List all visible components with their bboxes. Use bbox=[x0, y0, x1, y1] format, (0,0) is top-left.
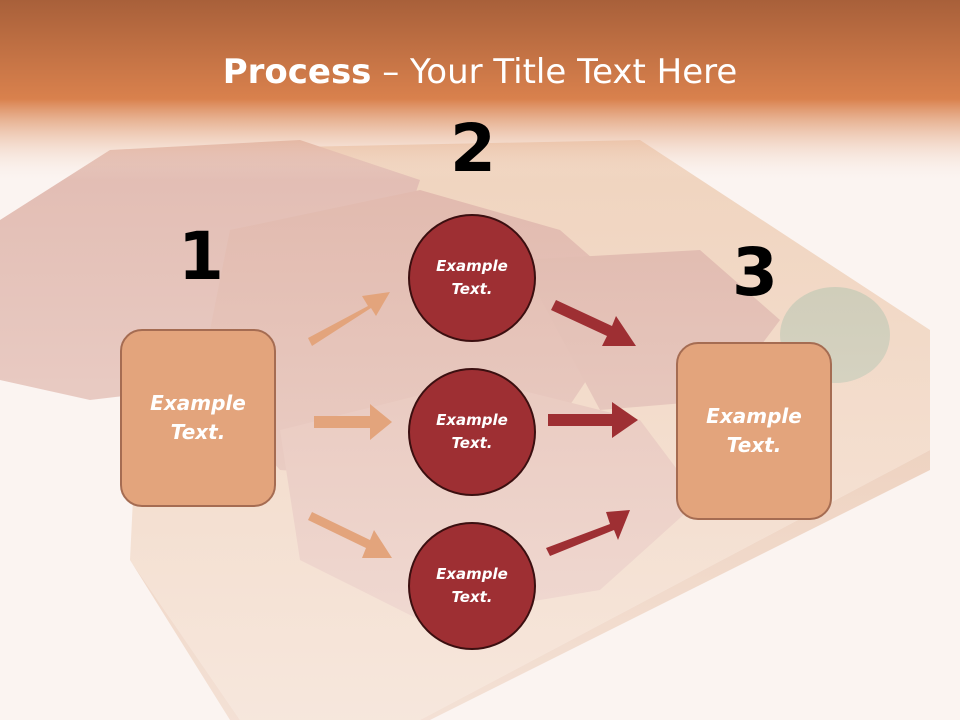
right-step-box: Example Text. bbox=[676, 342, 832, 520]
step-number-1: 1 bbox=[178, 218, 224, 295]
left-box-line-1: Example bbox=[150, 391, 246, 415]
header-band bbox=[0, 0, 960, 180]
circle-middle-line-1: Example bbox=[436, 411, 508, 429]
title-bold: Process bbox=[222, 52, 372, 92]
right-box-line-2: Text. bbox=[726, 433, 782, 457]
circle-bottom-line-1: Example bbox=[436, 565, 508, 583]
arrow-down-right bbox=[308, 512, 392, 558]
left-box-line-2: Text. bbox=[170, 420, 226, 444]
circle-top-line-2: Text. bbox=[451, 280, 493, 298]
circle-top: Example Text. bbox=[408, 214, 536, 342]
arrow-up-right bbox=[308, 292, 390, 346]
circle-bottom-line-2: Text. bbox=[451, 588, 493, 606]
right-box-line-1: Example bbox=[706, 404, 802, 428]
step-number-2: 2 bbox=[450, 110, 496, 187]
circle-bottom: Example Text. bbox=[408, 522, 536, 650]
arrow-right bbox=[314, 404, 392, 440]
arrow-right-dark bbox=[548, 402, 638, 438]
circle-top-line-1: Example bbox=[436, 257, 508, 275]
arrow-up-right-dark bbox=[546, 510, 630, 556]
step-number-3: 3 bbox=[732, 234, 778, 311]
circle-middle: Example Text. bbox=[408, 368, 536, 496]
slide-title: Process – Your Title Text Here bbox=[0, 52, 960, 92]
left-step-box: Example Text. bbox=[120, 329, 276, 507]
arrow-down-right-dark bbox=[551, 300, 636, 346]
title-rest: – Your Title Text Here bbox=[371, 52, 738, 92]
circle-middle-line-2: Text. bbox=[451, 434, 493, 452]
